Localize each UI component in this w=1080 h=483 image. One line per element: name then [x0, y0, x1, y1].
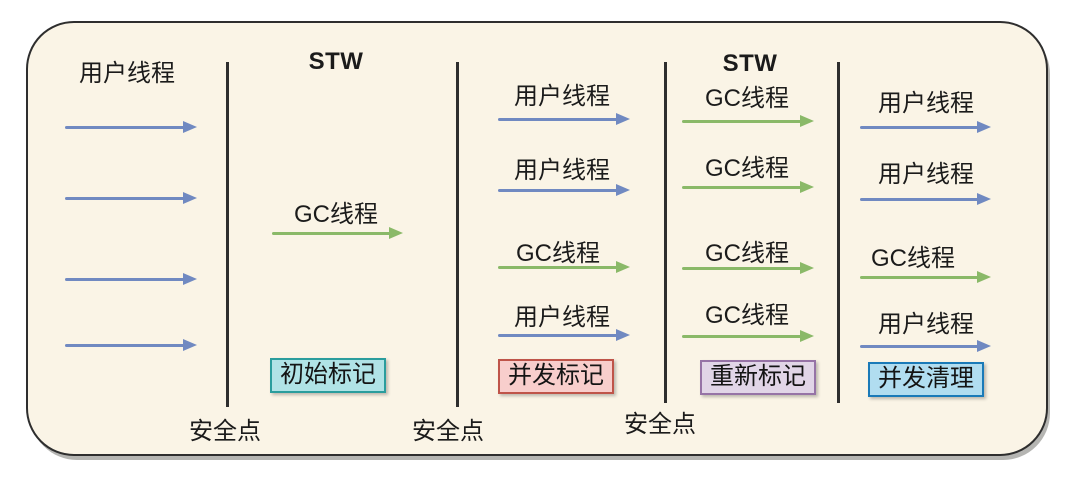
safepoint-line-1	[226, 62, 229, 407]
lane4-gc-thread-label: GC线程	[705, 302, 789, 329]
arrow-head-icon	[616, 329, 630, 341]
arrow-head-icon	[389, 227, 403, 239]
arrow-shaft	[65, 344, 186, 347]
lane4-gc-thread-label: GC线程	[705, 85, 789, 112]
arrow-head-icon	[800, 115, 814, 127]
gc-thread-arrow	[682, 115, 814, 128]
user-thread-arrow	[860, 340, 991, 353]
user-thread-arrow	[65, 192, 197, 205]
lane5-gc-thread-label: GC线程	[871, 245, 955, 272]
concurrent-sweep-badge: 并发清理	[868, 362, 984, 398]
arrow-head-icon	[977, 271, 991, 283]
safepoint-line-3	[664, 62, 667, 403]
arrow-head-icon	[800, 330, 814, 342]
lane3-user-thread-label: 用户线程	[514, 157, 610, 184]
arrow-shaft	[860, 198, 980, 201]
arrow-head-icon	[800, 262, 814, 274]
user-thread-arrow	[498, 113, 630, 126]
arrow-head-icon	[183, 121, 197, 133]
arrow-shaft	[65, 126, 186, 129]
arrow-shaft	[682, 267, 803, 270]
arrow-head-icon	[977, 121, 991, 133]
arrow-shaft	[65, 197, 186, 200]
arrow-shaft	[498, 118, 619, 121]
arrow-shaft	[682, 186, 803, 189]
remark-badge: 重新标记	[700, 360, 816, 396]
arrow-shaft	[860, 126, 980, 129]
stw-label-2: STW	[722, 50, 778, 77]
gc-thread-arrow	[272, 227, 403, 240]
arrow-head-icon	[800, 181, 814, 193]
arrow-shaft	[682, 335, 803, 338]
lane2-gc-thread-label: GC线程	[294, 201, 378, 228]
safepoint-line-2	[456, 62, 459, 407]
arrow-head-icon	[183, 339, 197, 351]
arrow-head-icon	[616, 113, 630, 125]
user-thread-arrow	[860, 121, 991, 134]
concurrent-mark-badge: 并发标记	[498, 359, 614, 395]
lane5-user-thread-label: 用户线程	[878, 311, 974, 338]
arrow-shaft	[498, 189, 619, 192]
arrow-head-icon	[616, 261, 630, 273]
arrow-head-icon	[977, 340, 991, 352]
gc-thread-arrow	[860, 271, 991, 284]
user-thread-arrow	[65, 339, 197, 352]
gc-thread-arrow	[682, 181, 814, 194]
lane4-gc-thread-label: GC线程	[705, 155, 789, 182]
user-thread-arrow	[860, 193, 991, 206]
arrow-head-icon	[183, 273, 197, 285]
initial-mark-badge: 初始标记	[270, 358, 386, 394]
user-thread-arrow	[65, 273, 197, 286]
lane4-gc-thread-label: GC线程	[705, 240, 789, 267]
stw-label-1: STW	[308, 48, 364, 75]
arrow-shaft	[860, 345, 980, 348]
arrow-shaft	[65, 278, 186, 281]
arrow-shaft	[272, 232, 392, 235]
user-thread-arrow	[498, 329, 630, 342]
user-thread-arrow	[65, 121, 197, 134]
lane5-user-thread-label: 用户线程	[878, 90, 974, 117]
arrow-shaft	[498, 334, 619, 337]
arrow-head-icon	[977, 193, 991, 205]
safepoint-line-4	[837, 62, 840, 403]
safepoint-label-2: 安全点	[412, 418, 484, 445]
safepoint-label-3: 安全点	[624, 411, 696, 438]
gc-thread-arrow	[498, 261, 630, 274]
arrow-head-icon	[183, 192, 197, 204]
lane1-user-thread-label: 用户线程	[79, 60, 175, 87]
lane5-user-thread-label: 用户线程	[878, 161, 974, 188]
arrow-shaft	[682, 120, 803, 123]
lane3-gc-thread-label: GC线程	[516, 240, 600, 267]
arrow-head-icon	[616, 184, 630, 196]
arrow-shaft	[860, 276, 980, 279]
arrow-shaft	[498, 266, 619, 269]
safepoint-label-1: 安全点	[189, 418, 261, 445]
lane3-user-thread-label: 用户线程	[514, 83, 610, 110]
lane3-user-thread-label: 用户线程	[514, 304, 610, 331]
gc-thread-arrow	[682, 330, 814, 343]
user-thread-arrow	[498, 184, 630, 197]
gc-thread-arrow	[682, 262, 814, 275]
